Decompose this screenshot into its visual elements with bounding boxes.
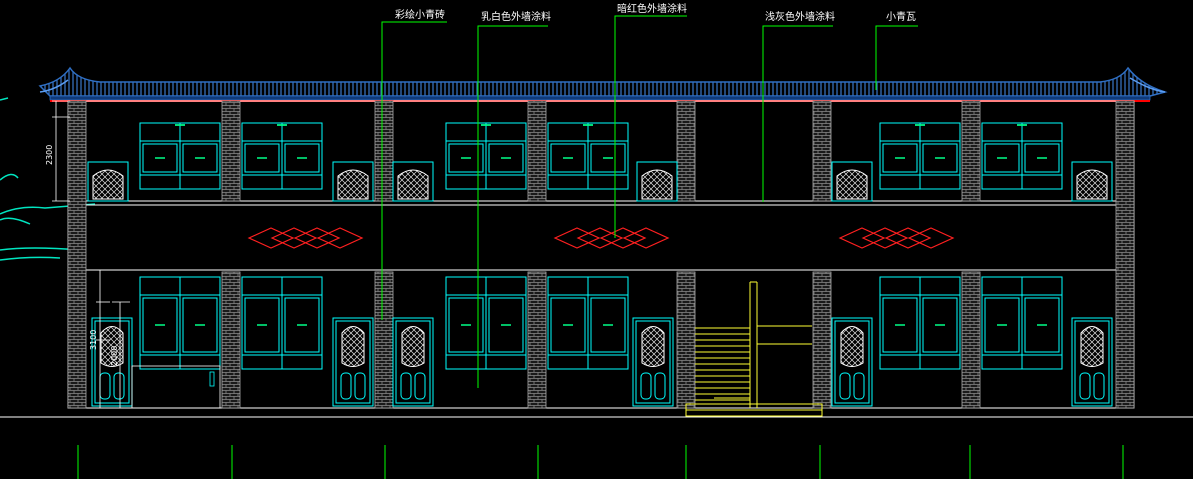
window [547,276,629,370]
door [392,317,434,407]
door [632,317,674,407]
roof [38,66,1168,102]
diamond [553,227,601,249]
dim-lower-story: 3100 [89,330,98,350]
stair-treads [695,327,750,401]
diamond [907,227,955,249]
window [175,108,186,142]
door [831,317,873,407]
diamond [270,227,318,249]
window [241,276,323,370]
leader-lines [381,15,918,388]
lower-doors [91,317,1113,407]
diamond [599,227,647,249]
diamond [861,227,909,249]
upper-windows [139,108,1063,190]
diamond [622,227,670,249]
diamond [884,227,932,249]
window [879,276,961,370]
upper-doors [87,161,1113,202]
label-light-gray-paint: 浅灰色外墙涂料 [765,10,835,23]
door [392,161,434,202]
window [981,122,1063,190]
window [241,122,323,190]
diamond [316,227,364,249]
dim-upper-story: 2300 [45,145,54,165]
brick-piers [67,100,1135,409]
label-colored-small-brick: 彩绘小青砖 [395,8,445,21]
stairs [685,281,823,417]
dimension-lines [52,100,130,409]
window [547,122,629,190]
window [139,276,221,370]
door [1071,161,1113,202]
window [583,108,594,142]
lower-windows [139,276,1063,370]
grid-axis-marks [77,445,1124,479]
label-small-tile: 小青瓦 [886,10,916,23]
diamond [247,227,295,249]
door [831,161,873,202]
window [445,122,527,190]
window [981,276,1063,370]
window [879,122,961,190]
label-milky-white-paint: 乳白色外墙涂料 [481,10,551,23]
door [636,161,678,202]
door [332,317,374,407]
dim-door-height: 2000 [110,346,119,366]
door [87,161,129,202]
door [91,317,133,407]
window [481,108,492,142]
window [277,108,288,142]
door [332,161,374,202]
diamond-ornaments [247,227,955,249]
window [445,276,527,370]
window [915,108,926,142]
diamond [838,227,886,249]
door [1071,317,1113,407]
label-dark-red-paint: 暗红色外墙涂料 [617,2,687,15]
diamond [293,227,341,249]
window [1017,108,1028,142]
floor-band [75,200,1125,271]
diamond [576,227,624,249]
window [139,122,221,190]
